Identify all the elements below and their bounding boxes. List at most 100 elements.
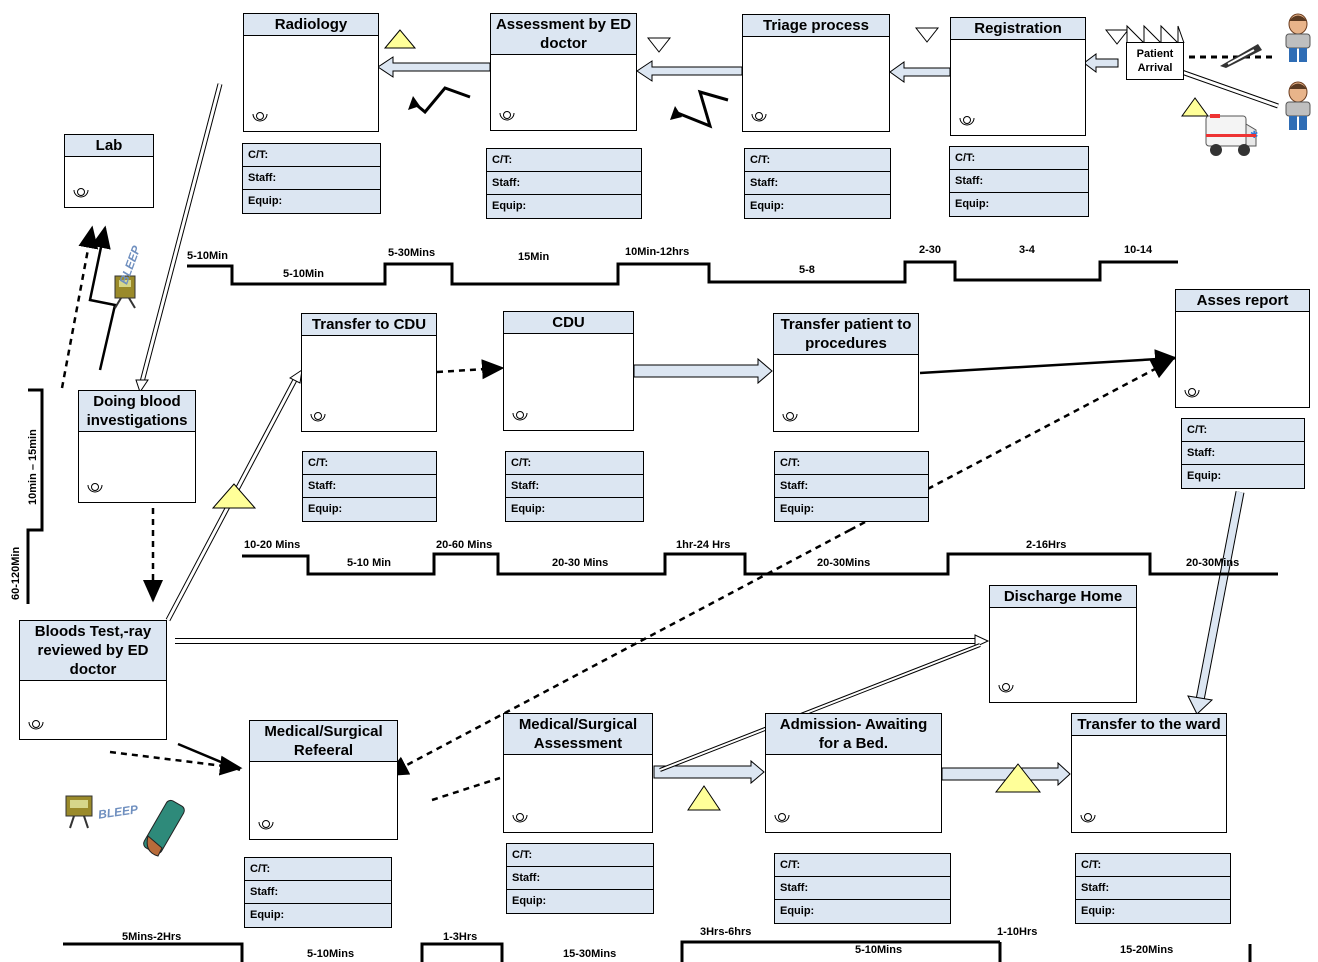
operator-icon (73, 188, 89, 198)
data-box-staff: Staff: (303, 475, 436, 498)
process-admission[interactable]: Admission- Awaiting for a Bed. (765, 713, 942, 833)
operator-icon (258, 820, 274, 830)
timeline-label: 3-4 (1019, 244, 1035, 256)
data-box-staff: Staff: (775, 877, 950, 900)
data-box-staff: Staff: (245, 881, 391, 904)
data-box: C/T: Staff: Equip: (774, 853, 951, 924)
operator-icon (87, 483, 103, 493)
timeline-label: 20-60 Mins (436, 539, 493, 551)
process-assessment-ed[interactable]: Assessment by ED doctor (490, 13, 637, 131)
process-bloods-reviewed[interactable]: Bloods Test,-ray reviewed by ED doctor (19, 620, 167, 740)
timeline-label: 10min – 15min (27, 429, 39, 505)
process-registration[interactable]: Registration (950, 17, 1086, 136)
process-transfer-procedures[interactable]: Transfer patient to procedures (773, 313, 919, 432)
process-title: Transfer patient to procedures (774, 314, 918, 355)
data-box-ct: C/T: (950, 147, 1088, 170)
timeline-label: 2-16Hrs (1026, 539, 1067, 551)
push-arrow-icon (633, 357, 1071, 787)
data-box-equip: Equip: (955, 198, 990, 210)
push-arrow-icon (377, 53, 1119, 83)
timeline-lines (26, 260, 1278, 962)
data-box-equip: Equip: (750, 200, 785, 212)
phone-icon (143, 799, 185, 857)
operator-icon (1080, 813, 1096, 823)
data-box-ct: C/T: (245, 858, 391, 881)
timeline-label: 1hr-24 Hrs (676, 539, 731, 551)
data-box-ct: C/T: (745, 149, 890, 172)
timeline-label: 5-10Mins (307, 948, 355, 960)
patient-icon (1285, 81, 1311, 130)
timeline-label: 20-30Mins (1186, 557, 1240, 569)
data-box: C/T: Staff: Equip: (1075, 853, 1231, 924)
timeline-label: 5-10Min (283, 268, 324, 280)
inventory-triangle-icon (211, 29, 1209, 811)
factory-roof (1126, 24, 1185, 44)
process-title: Bloods Test,-ray reviewed by ED doctor (20, 621, 166, 681)
data-box-staff: Staff: (1182, 442, 1304, 465)
process-asses-report[interactable]: Asses report (1175, 289, 1310, 408)
process-triage[interactable]: Triage process (742, 14, 890, 132)
data-box-staff: Staff: (1076, 877, 1230, 900)
process-transfer-cdu[interactable]: Transfer to CDU (301, 313, 437, 432)
process-title: CDU (504, 312, 633, 334)
process-title: Assessment by ED doctor (491, 14, 636, 55)
timeline-label: 10-20 Mins (244, 539, 301, 551)
inventory-triangle-icon (646, 27, 1130, 53)
process-title: Registration (951, 18, 1085, 40)
operator-icon (310, 412, 326, 422)
timeline-label: 20-30 Mins (552, 557, 609, 569)
operator-icon (512, 411, 528, 421)
process-discharge[interactable]: Discharge Home (989, 585, 1137, 703)
data-box: C/T: Staff: Equip: (1181, 418, 1305, 489)
data-box-equip: Equip: (1081, 905, 1116, 917)
timeline-label: 15-30Mins (563, 948, 617, 960)
data-box-ct: C/T: (1076, 854, 1230, 877)
process-referral[interactable]: Medical/Surgical Refeeral (249, 720, 398, 840)
process-cdu[interactable]: CDU (503, 311, 634, 431)
data-box-ct: C/T: (243, 144, 380, 167)
timeline-label: 5-10Min (187, 250, 228, 262)
process-title: Medical/Surgical Refeeral (250, 721, 397, 762)
operator-icon (1184, 388, 1200, 398)
operator-icon (499, 111, 515, 121)
patient-arrival-label: Patient Arrival (1126, 42, 1184, 80)
timeline-label: 15Min (518, 251, 550, 263)
operator-icon (252, 112, 268, 122)
data-box: C/T: Staff: Equip: (774, 451, 929, 522)
data-box-equip: Equip: (248, 195, 283, 207)
timeline-label: 5-8 (799, 264, 815, 276)
data-box-ct: C/T: (506, 452, 643, 475)
data-box: C/T: Staff: Equip: (244, 857, 392, 928)
process-title: Medical/Surgical Assessment (504, 714, 652, 755)
data-box-ct: C/T: (487, 149, 641, 172)
data-box-equip: Equip: (780, 503, 815, 515)
data-box: C/T: Staff: Equip: (302, 451, 437, 522)
operator-icon (959, 116, 975, 126)
data-box-staff: Staff: (745, 172, 890, 195)
process-title: Doing blood investigations (79, 391, 195, 432)
timeline-label: 5Mins-2Hrs (122, 931, 182, 943)
process-lab[interactable]: Lab (64, 134, 154, 208)
data-box-equip: Equip: (512, 895, 547, 907)
data-box: C/T: Staff: Equip: (486, 148, 642, 219)
electronic-info-icon (412, 86, 729, 129)
operator-icon (782, 412, 798, 422)
timeline-label: 1-3Hrs (443, 931, 478, 943)
data-box-staff: Staff: (506, 475, 643, 498)
process-transfer-ward[interactable]: Transfer to the ward (1071, 713, 1227, 833)
process-radiology[interactable]: Radiology (243, 13, 379, 132)
data-box-equip: Equip: (308, 503, 343, 515)
timeline-label: 15-20Mins (1120, 944, 1174, 956)
process-title: Admission- Awaiting for a Bed. (766, 714, 941, 755)
data-box: C/T: Staff: Equip: (505, 451, 644, 522)
timeline-label: 20-30Mins (817, 557, 871, 569)
patient-icon (1285, 13, 1311, 62)
data-box: C/T: Staff: Equip: (744, 148, 891, 219)
data-box: C/T: Staff: Equip: (949, 146, 1089, 217)
timeline-label: 5-30Mins (388, 247, 436, 259)
process-blood-investigations[interactable]: Doing blood investigations (78, 390, 196, 503)
process-ms-assessment[interactable]: Medical/Surgical Assessment (503, 713, 653, 833)
operator-icon (28, 720, 44, 730)
data-box-staff: Staff: (950, 170, 1088, 193)
electronic-info-icon (1220, 44, 1262, 68)
